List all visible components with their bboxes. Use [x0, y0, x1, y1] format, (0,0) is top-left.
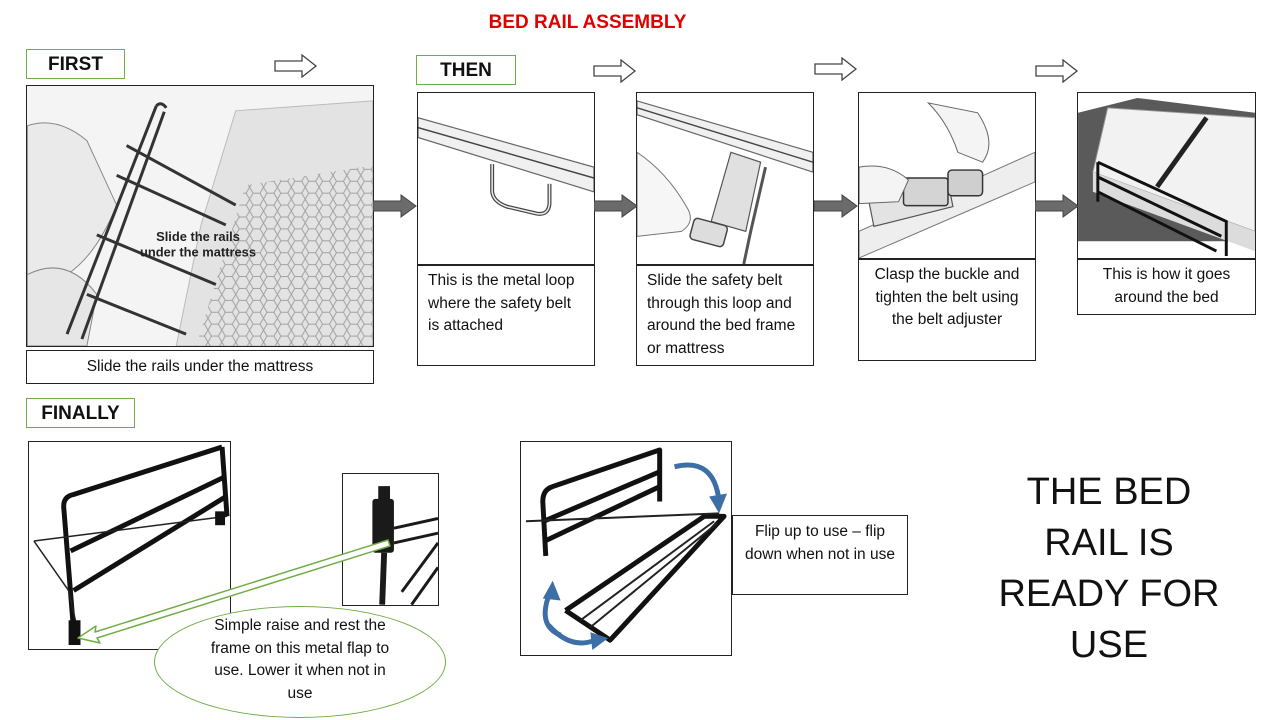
caption-step5: This is how it goes around the bed [1077, 259, 1256, 315]
caption-flip: Flip up to use – flip down when not in u… [732, 515, 908, 595]
callout-ellipse: Simple raise and rest the frame on this … [154, 606, 446, 718]
label-then: THEN [416, 55, 516, 85]
right-arrow-icon [594, 194, 638, 218]
image-around-bed [1077, 92, 1256, 259]
overlay-line-2: under the mattress [140, 245, 256, 260]
right-arrow-icon [373, 194, 417, 218]
page-title: BED RAIL ASSEMBLY [488, 12, 687, 33]
image-metal-flap [342, 473, 439, 606]
caption-step3: Slide the safety belt through this loop … [636, 265, 814, 366]
image-slide-rails: Slide the rails under the mattress [26, 85, 374, 347]
image-bed-rail-flip [520, 441, 732, 656]
right-arrow-icon [814, 194, 858, 218]
image-bed-rail-raised [28, 441, 231, 650]
image-safety-belt [636, 92, 814, 265]
caption-raise: Simple raise and rest the frame on this … [210, 617, 390, 702]
pointer-arrow-icon [77, 539, 391, 644]
right-arrow-icon [1035, 194, 1079, 218]
ready-text: THE BED RAIL IS READY FOR USE [998, 471, 1220, 666]
outline-right-arrow-icon [1035, 59, 1079, 83]
caption-step4: Clasp the buckle and tighten the belt us… [858, 259, 1036, 361]
outline-right-arrow-icon [814, 57, 858, 81]
image-metal-loop [417, 92, 595, 265]
overlay-line-1: Slide the rails [156, 229, 240, 244]
caption-step2: This is the metal loop where the safety … [417, 265, 595, 366]
caption-step1: Slide the rails under the mattress [26, 350, 374, 384]
outline-right-arrow-icon [274, 54, 318, 78]
outline-right-arrow-icon [593, 59, 637, 83]
label-first: FIRST [26, 49, 125, 79]
label-finally: FINALLY [26, 398, 135, 428]
image-buckle [858, 92, 1036, 259]
